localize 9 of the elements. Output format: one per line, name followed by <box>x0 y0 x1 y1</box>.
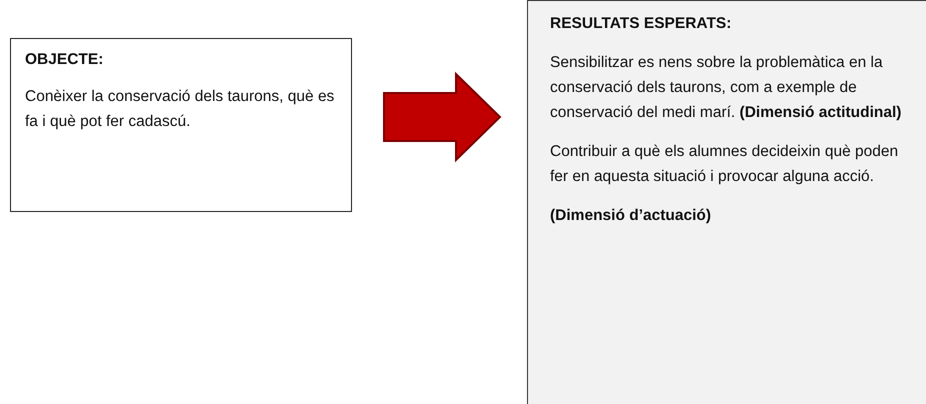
box-paragraph: Contribuir a què els alumnes decideixin què poden fer en aquesta situació i provocar alguna acció. <box>550 142 900 187</box>
box-heading: RESULTATS ESPERATS: <box>550 14 732 34</box>
block-arrow <box>383 72 502 162</box>
objective-box <box>10 38 352 212</box>
box-paragraph: Sensibilitzar es nens sobre la problemàtica en la conservació dels taurons, com a exemple de conservació del medi marí. (Dimensió actitudinal) <box>550 53 902 123</box>
box-paragraph: Conèixer la conservació dels taurons, què es fa i què pot fer cadascú. <box>25 87 336 132</box>
box-paragraph: (Dimensió d’actuació) <box>550 206 712 226</box>
results-box <box>527 0 926 404</box>
box-heading: OBJECTE: <box>25 50 104 70</box>
